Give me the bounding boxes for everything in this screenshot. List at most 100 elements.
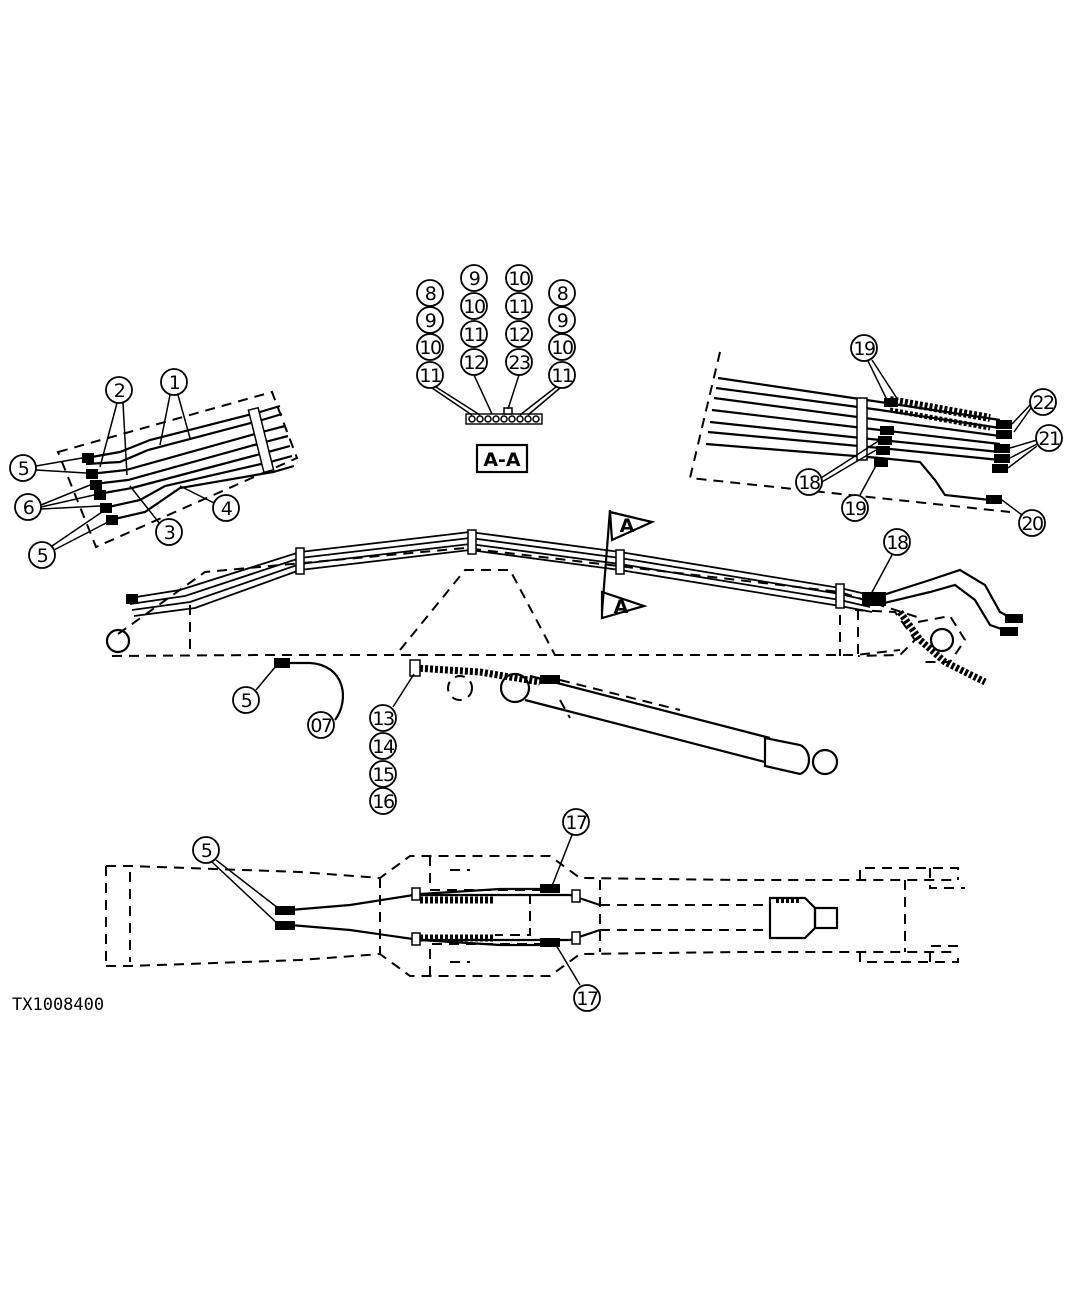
callout-12: 12	[460, 348, 488, 376]
svg-text:19: 19	[844, 498, 866, 520]
figure-id: TX1008400	[12, 995, 104, 1015]
callout-18: 18	[883, 528, 911, 556]
callout-19: 19	[850, 334, 878, 362]
boom-plan-view: 5 17 17	[105, 808, 965, 1012]
svg-text:10: 10	[419, 337, 441, 359]
svg-text:19: 19	[853, 338, 875, 360]
svg-text:6: 6	[23, 497, 34, 519]
plan-view-fittings	[275, 884, 581, 947]
svg-text:9: 9	[425, 310, 436, 332]
boom-foot-pin	[105, 628, 131, 654]
callout-13: 13	[369, 704, 397, 732]
callout-5: 5	[232, 686, 260, 714]
upper-left-fittings	[82, 453, 118, 525]
svg-text:14: 14	[372, 736, 395, 758]
upper-right-detail-view: 19 22 21 18 19 20	[688, 334, 1063, 537]
callout-11: 11	[460, 320, 488, 348]
svg-text:12: 12	[463, 352, 485, 374]
section-a-a-label: A-A	[483, 449, 521, 471]
svg-text:18: 18	[886, 532, 908, 554]
svg-text:18: 18	[798, 472, 820, 494]
section-cut-line-a: A A	[600, 509, 656, 620]
svg-text:13: 13	[372, 708, 394, 730]
callout-19: 19	[841, 494, 869, 522]
svg-text:17: 17	[576, 988, 598, 1010]
svg-text:3: 3	[164, 522, 175, 544]
callout-20: 20	[1018, 509, 1046, 537]
svg-text:11: 11	[551, 365, 573, 387]
svg-text:17: 17	[565, 812, 587, 834]
svg-text:9: 9	[469, 268, 480, 290]
callout-5: 5	[9, 454, 37, 482]
svg-text:20: 20	[1021, 513, 1043, 535]
boom-left-fitting	[126, 594, 138, 604]
svg-text:8: 8	[557, 283, 568, 305]
callout-23: 23	[505, 348, 533, 376]
callout-8: 8	[548, 279, 576, 307]
svg-text:12: 12	[508, 324, 530, 346]
section-a-a-view: A-A 8 9 10 11 9 10 11 12 10 11 12 23 8 9…	[416, 264, 576, 474]
callout-4: 4	[212, 494, 240, 522]
svg-text:16: 16	[372, 791, 394, 813]
boom-arm-pin	[929, 627, 955, 653]
plan-view-cylinder-head	[768, 896, 839, 940]
callout-11: 11	[505, 292, 533, 320]
boom-clamps	[295, 529, 845, 609]
callout-16: 16	[369, 787, 397, 815]
callout-10: 10	[416, 333, 444, 361]
upper-right-fittings	[874, 398, 1012, 504]
callout-5: 5	[192, 836, 220, 864]
upper-left-detail-view: 1 2 5 6 5 3 4	[9, 368, 299, 569]
callout-8: 8	[416, 279, 444, 307]
callout-10: 10	[548, 333, 576, 361]
callout-17: 17	[573, 984, 601, 1012]
callout-12: 12	[505, 320, 533, 348]
svg-text:22: 22	[1032, 392, 1054, 414]
callout-9: 9	[548, 306, 576, 334]
svg-text:2: 2	[114, 380, 125, 402]
svg-text:23: 23	[508, 352, 530, 374]
boom-side-view: A A 18 5 07 13 14 15 16	[105, 509, 1023, 815]
callout-10: 10	[460, 292, 488, 320]
upper-right-clamp	[856, 397, 868, 461]
callout-11: 11	[416, 361, 444, 389]
callout-1: 1	[160, 368, 188, 396]
svg-text:21: 21	[1038, 428, 1060, 450]
callout-10: 10	[505, 264, 533, 292]
svg-text:10: 10	[463, 296, 485, 318]
upper-left-clamp	[247, 406, 275, 474]
callout-9: 9	[416, 306, 444, 334]
arm-hoses	[879, 568, 1016, 634]
svg-text:15: 15	[372, 764, 394, 786]
svg-text:11: 11	[463, 324, 485, 346]
svg-text:10: 10	[551, 337, 573, 359]
svg-text:5: 5	[201, 840, 212, 862]
svg-text:5: 5	[18, 458, 29, 480]
callout-22: 22	[1029, 388, 1057, 416]
svg-text:5: 5	[37, 545, 48, 567]
callout-21: 21	[1035, 424, 1063, 452]
callout-17: 17	[562, 808, 590, 836]
callout-3: 3	[155, 518, 183, 546]
callout-6: 6	[14, 493, 42, 521]
svg-text:A: A	[614, 596, 629, 618]
svg-text:11: 11	[419, 365, 441, 387]
callout-14: 14	[369, 732, 397, 760]
svg-text:1: 1	[169, 372, 180, 394]
svg-text:5: 5	[241, 690, 252, 712]
svg-text:A: A	[620, 515, 635, 537]
callout-5: 5	[28, 541, 56, 569]
callout-9: 9	[460, 264, 488, 292]
section-a-a-label-box	[475, 443, 529, 474]
callout-15: 15	[369, 760, 397, 788]
svg-text:8: 8	[425, 283, 436, 305]
svg-text:07: 07	[310, 715, 332, 737]
svg-text:4: 4	[221, 498, 233, 520]
svg-text:11: 11	[508, 296, 530, 318]
boom-hose-bundle	[129, 531, 873, 617]
section-a-a-hose-ends	[468, 407, 540, 423]
svg-text:9: 9	[557, 310, 568, 332]
callout-2: 2	[105, 376, 133, 404]
svg-text:10: 10	[508, 268, 530, 290]
